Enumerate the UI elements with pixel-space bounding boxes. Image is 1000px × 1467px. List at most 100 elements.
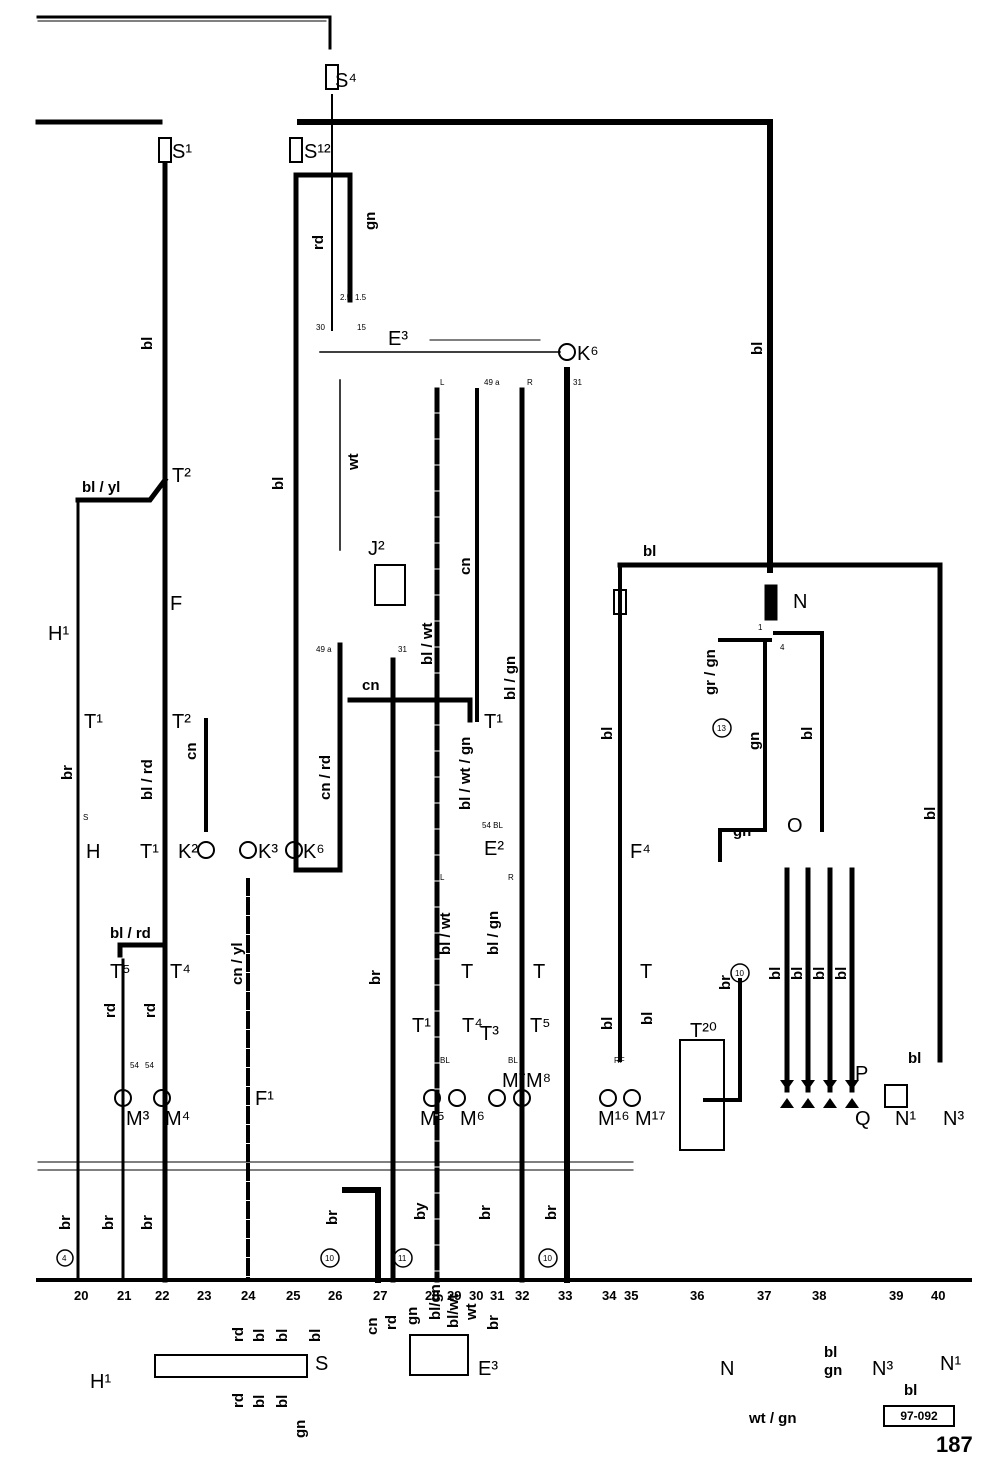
legend-label-br-e3: br bbox=[485, 1315, 502, 1330]
svg-text:13: 13 bbox=[717, 724, 726, 733]
wire-label-cn-k2: cn bbox=[183, 742, 200, 760]
circled-ref-13: 13 bbox=[712, 718, 732, 738]
bus-number-31: 31 bbox=[490, 1288, 504, 1303]
label-m4: M⁴ bbox=[165, 1108, 190, 1130]
label-m17: M¹⁷ bbox=[635, 1108, 666, 1130]
label-t2-upper: T² bbox=[172, 465, 191, 487]
wire-bl-left bbox=[293, 172, 343, 873]
wire-s12-bl bbox=[293, 172, 353, 303]
label-t1-m5: T¹ bbox=[412, 1015, 431, 1037]
fuse-s4 bbox=[325, 64, 339, 90]
wire-label-bl-yl: bl / yl bbox=[82, 479, 120, 496]
wire-br-loop bbox=[342, 1187, 381, 1283]
label-o: O bbox=[787, 815, 803, 837]
terminal-15: 15 bbox=[357, 323, 366, 332]
label-e3: E³ bbox=[388, 328, 408, 350]
fuse-s12 bbox=[289, 137, 303, 163]
legend-label-bl-wt-e3: bl/wt bbox=[445, 1294, 462, 1328]
label-s-legend: S bbox=[315, 1353, 328, 1375]
wire-label-bl-o3: bl bbox=[811, 967, 828, 980]
wire-label-gn-legend: gn bbox=[824, 1362, 842, 1379]
bus-number-30: 30 bbox=[469, 1288, 483, 1303]
terminal-r-e2: R bbox=[508, 873, 514, 882]
bus-number-37: 37 bbox=[757, 1288, 771, 1303]
label-k3: K³ bbox=[258, 841, 278, 863]
label-f1: F¹ bbox=[255, 1088, 274, 1110]
wire-label-by-28: by bbox=[412, 1202, 429, 1220]
bus-number-35: 35 bbox=[624, 1288, 638, 1303]
label-f: F bbox=[170, 593, 182, 615]
fuse-s13 bbox=[613, 589, 627, 615]
wire-bl-s13 bbox=[617, 562, 943, 1063]
bus-number-25: 25 bbox=[286, 1288, 300, 1303]
wire-label-bl-rd-lower: bl / rd bbox=[110, 925, 151, 942]
label-m8: M⁸ bbox=[526, 1070, 551, 1092]
legend-label-bl-top-2: bl bbox=[274, 1329, 291, 1342]
label-t1-right: T¹ bbox=[484, 711, 503, 733]
connector-arrows bbox=[780, 1080, 859, 1108]
legend-switch-e3 bbox=[409, 1334, 469, 1376]
terminal-54-m4: 54 bbox=[145, 1061, 154, 1070]
svg-text:4: 4 bbox=[62, 1254, 67, 1263]
legend-label-rd-e3: rd bbox=[383, 1315, 400, 1330]
wire-label-gr-gn: gr / gn bbox=[702, 649, 719, 695]
wire-label-bl-o1: bl bbox=[767, 967, 784, 980]
wire-label-br-t20: br bbox=[717, 975, 734, 990]
label-t1-mid: T¹ bbox=[140, 841, 159, 863]
circled-ref-4: 4 bbox=[56, 1249, 74, 1267]
wire-label-bl-rd: bl / rd bbox=[139, 759, 156, 800]
wire-label-bl-horizontal: bl bbox=[643, 543, 656, 560]
label-p: P bbox=[855, 1063, 868, 1085]
sensor-n1 bbox=[884, 1084, 908, 1108]
label-t-c: T bbox=[640, 961, 652, 983]
label-j2: J² bbox=[368, 538, 385, 560]
wire-gn bbox=[718, 638, 767, 862]
svg-text:11: 11 bbox=[398, 1254, 407, 1263]
label-h1-legend: H¹ bbox=[90, 1371, 111, 1393]
label-t5: T⁵ bbox=[110, 961, 131, 983]
terminal-rf-m16: RF bbox=[614, 1056, 625, 1065]
label-h1: H¹ bbox=[48, 623, 69, 645]
wire-label-br-21: br bbox=[100, 1215, 117, 1230]
wire-label-bl-wt-lower: bl / wt bbox=[437, 913, 454, 956]
label-m6: M⁶ bbox=[460, 1108, 485, 1130]
terminal-l-e2: L bbox=[440, 873, 445, 882]
wire-label-bl-m17: bl bbox=[639, 1012, 656, 1025]
legend-label-bl-top-1: bl bbox=[251, 1329, 268, 1342]
bus-number-24: 24 bbox=[241, 1288, 256, 1303]
terminal-r: R bbox=[527, 378, 533, 387]
wire-label-rd-m4: rd bbox=[142, 1003, 159, 1018]
legend-label-cn: cn bbox=[364, 1317, 381, 1335]
wire-label-bl-left: bl bbox=[270, 477, 287, 490]
legend-label-rd-top: rd bbox=[230, 1327, 247, 1342]
label-k2: K² bbox=[178, 841, 198, 863]
label-t3-m7: T³ bbox=[480, 1023, 499, 1045]
wire-bl-n bbox=[773, 631, 824, 832]
bus-number-28: 28 bbox=[425, 1288, 439, 1303]
wire-label-bl-o2: bl bbox=[789, 967, 806, 980]
wire-label-cn-yl: cn / yl bbox=[229, 942, 246, 985]
label-s4: S⁴ bbox=[335, 70, 357, 92]
terminal-49a-j2: 49 a bbox=[316, 645, 332, 654]
terminal-4-n: 4 bbox=[780, 643, 785, 652]
label-s1: S¹ bbox=[172, 141, 192, 163]
wire-label-bl-wt: bl / wt bbox=[419, 623, 436, 666]
wire-t20 bbox=[703, 978, 742, 1102]
wire-label-wt-gn-legend: wt / gn bbox=[748, 1410, 797, 1427]
ground-bus-numbers: 20 21 22 23 24 25 26 27 28 29 30 31 32 3… bbox=[74, 1288, 945, 1303]
circled-ref-10-b: 10 bbox=[538, 1248, 558, 1268]
label-e2: E² bbox=[484, 838, 504, 860]
terminal-1-5: 1.5 bbox=[355, 293, 367, 302]
label-m16: M¹⁶ bbox=[598, 1108, 630, 1130]
wire-label-bl-gn-lower: bl / gn bbox=[485, 911, 502, 955]
label-t4-m6: T⁴ bbox=[462, 1015, 483, 1037]
legend-label-bl-bottom-2: bl bbox=[274, 1395, 291, 1408]
wire-label-br-h: br bbox=[59, 765, 76, 780]
terminal-31-j2: 31 bbox=[398, 645, 407, 654]
legend-label-rd-bottom: rd bbox=[230, 1393, 247, 1408]
label-t1-left: T¹ bbox=[84, 711, 103, 733]
svg-text:10: 10 bbox=[735, 969, 744, 978]
wire-label-bl-gn: bl / gn bbox=[502, 656, 519, 700]
terminal-54bl: 54 BL bbox=[482, 821, 503, 830]
